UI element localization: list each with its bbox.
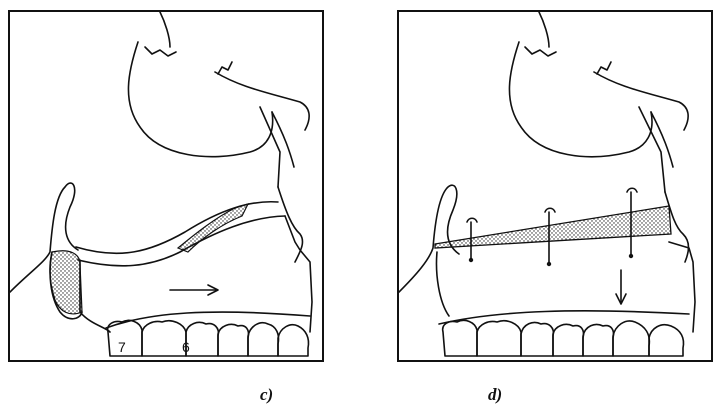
- wire-2-knot: [546, 261, 552, 267]
- teeth-gingival-line: [105, 311, 311, 329]
- caption-c: c): [260, 385, 274, 404]
- nasofrontal-suture: [596, 61, 612, 75]
- ramus-outline: [399, 184, 460, 293]
- maxilla-anterior-outline: [668, 241, 696, 333]
- tooth-number-6: 6: [182, 339, 190, 355]
- bone-graft-posterior: [49, 250, 83, 315]
- frontozygomatic-suture: [144, 46, 177, 57]
- premolar-1: [520, 321, 555, 357]
- frontozygomatic-suture: [524, 46, 557, 57]
- osteotomy-line-lower: [77, 215, 286, 267]
- tooth-5: [582, 323, 615, 357]
- incisor: [648, 323, 685, 357]
- panel-d-illustration: [397, 10, 713, 362]
- wire-1-knot: [468, 257, 474, 263]
- zygoma-outline: [271, 111, 295, 168]
- maxilla-segment-outline: [79, 259, 111, 333]
- ramus-outline: [10, 182, 79, 293]
- wire-3-knot: [628, 253, 634, 259]
- caption-d: d): [488, 385, 503, 404]
- zygoma-outline: [650, 111, 674, 168]
- nasal-aperture-outline: [664, 191, 690, 263]
- nasal-bone-outline: [159, 12, 310, 131]
- nasofrontal-suture: [217, 61, 233, 75]
- maxilla-posterior-outline: [435, 251, 450, 317]
- bone-graft-wedge: [434, 205, 672, 249]
- bone-graft-anterior: [176, 203, 250, 253]
- panel-c-illustration: 7 6: [8, 10, 324, 362]
- premolar-2: [552, 323, 585, 357]
- wire-1-loop: [466, 217, 478, 223]
- molar-7: [441, 319, 478, 357]
- canine: [247, 321, 280, 357]
- molar-6: [476, 319, 522, 357]
- orbit-outline: [127, 41, 274, 158]
- maxilla-advancement-drawing: 7 6: [10, 12, 313, 357]
- molar-6: [141, 319, 187, 357]
- tooth-number-7: 7: [118, 339, 126, 355]
- maxilla-impaction-drawing: [399, 12, 696, 357]
- canine: [612, 320, 651, 357]
- nasal-bridge-outline: [259, 106, 281, 188]
- incisor: [277, 323, 310, 357]
- maxilla-anterior-outline: [284, 215, 313, 333]
- premolar-1: [185, 321, 220, 357]
- premolar-2: [217, 323, 250, 357]
- osteotomy-line-upper: [75, 200, 279, 255]
- nasal-bone-outline: [538, 12, 689, 131]
- nasal-bridge-outline: [638, 106, 666, 193]
- advancement-arrow-head: [207, 284, 219, 296]
- wire-3-loop: [626, 187, 638, 193]
- impaction-arrow-head: [615, 293, 627, 305]
- wire-2-loop: [544, 207, 556, 213]
- orbit-outline: [508, 41, 653, 158]
- teeth-gingival-line: [438, 310, 690, 325]
- nasal-aperture-outline: [277, 186, 304, 263]
